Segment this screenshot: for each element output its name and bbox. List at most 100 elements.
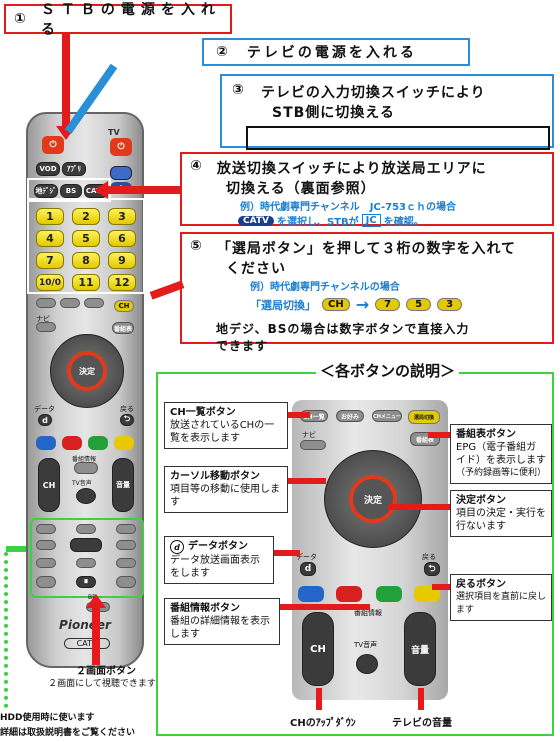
dual-screen-desc: ２画面にして視聴できます xyxy=(48,679,156,689)
channel-select-button[interactable]: CH xyxy=(114,300,134,312)
zoom-yellow[interactable] xyxy=(414,586,440,602)
num-12-button[interactable]: 12 xyxy=(108,274,136,291)
hdd-btn-4[interactable] xyxy=(36,540,56,550)
zoom-ch-rocker[interactable]: CH xyxy=(302,612,334,686)
label-kettei-title: 決定ボタン xyxy=(456,495,506,506)
step4-text2: 切換える（裏面参照） xyxy=(226,181,376,197)
tv-power-button[interactable]: ⏻ xyxy=(110,138,132,156)
exp-arrow-info xyxy=(280,604,370,610)
tv-label: TV xyxy=(108,128,120,137)
zoom-data-label: データ xyxy=(296,553,317,561)
zoom-navi[interactable] xyxy=(300,440,326,450)
step2-box: ② テレビの電源を入れる xyxy=(202,38,470,66)
blue-button[interactable] xyxy=(36,436,56,450)
step5-sequence: 「選局切換」 CH → 7 5 3 xyxy=(250,295,544,314)
red-button[interactable] xyxy=(62,436,82,450)
hdd-btn-5[interactable] xyxy=(70,538,102,552)
hdd-pointer-line xyxy=(4,552,14,708)
zoom-data[interactable]: d xyxy=(300,562,316,576)
navi-button[interactable] xyxy=(36,322,56,332)
zoom-channel-select[interactable]: 選局切換 xyxy=(408,410,440,424)
modoru-button[interactable]: ⮌ xyxy=(120,414,134,426)
zoom-green[interactable] xyxy=(376,586,402,602)
info-button[interactable] xyxy=(74,462,98,474)
num-11-button[interactable]: 11 xyxy=(72,274,100,291)
bangumi-button[interactable]: 番組表 xyxy=(112,322,134,334)
ch-rocker[interactable]: CH xyxy=(38,458,60,512)
yellow-button[interactable] xyxy=(114,436,134,450)
pause-button[interactable]: ⏸ xyxy=(76,576,96,588)
zoom-tv-onsei[interactable] xyxy=(356,654,378,674)
step4-text: 放送切換スイッチにより放送局エリアに xyxy=(216,161,487,177)
num-5-button[interactable]: 5 xyxy=(72,230,100,247)
num-8-button[interactable]: 8 xyxy=(72,252,100,269)
zoom-cursor-pad[interactable]: 決定 xyxy=(324,450,422,548)
num-10-button[interactable]: 10/0 xyxy=(36,274,64,291)
arrow-step4-head xyxy=(94,181,108,199)
tv-onsei-label: TV音声 xyxy=(72,480,92,487)
zoom-favorite[interactable]: お好み xyxy=(336,410,364,422)
num-3-button[interactable]: 3 xyxy=(108,208,136,225)
label-info-title: 番組情報ボタン xyxy=(170,603,240,614)
ch-menu-button[interactable] xyxy=(84,298,104,308)
ch-list-button[interactable] xyxy=(36,298,56,308)
num-2-button[interactable]: 2 xyxy=(72,208,100,225)
hdd-btn-9[interactable] xyxy=(116,558,136,568)
step3-text2: STB側に切換える xyxy=(272,105,395,121)
label-data: d データボタン データ放送画面表示をします xyxy=(164,536,274,584)
zoom-modoru[interactable]: ⮌ xyxy=(424,562,440,576)
hdd-btn-2[interactable] xyxy=(76,524,96,534)
step2-number: ② xyxy=(216,44,229,60)
green-button[interactable] xyxy=(88,436,108,450)
step5-number: ⑤ xyxy=(190,238,203,254)
label-modoru: 戻るボタン 選択項目を直前に戻します xyxy=(450,574,552,621)
step4-box: ④ 放送切換スイッチにより放送局エリアに 切換える（裏面参照） 例）時代劇専門チ… xyxy=(180,152,554,228)
zoom-navi-label: ナビ xyxy=(302,431,316,439)
tv-onsei-button[interactable] xyxy=(76,488,96,504)
hdd-btn-12[interactable] xyxy=(116,576,136,588)
stb-power-button[interactable]: ⏻ xyxy=(42,136,64,154)
band-bs-button[interactable]: BS xyxy=(60,184,82,198)
vod-button[interactable]: VOD xyxy=(36,162,60,176)
dual-screen-title: ２画面ボタン xyxy=(76,666,136,677)
step5-box: ⑤ 「選局ボタン」を押して３桁の数字を入れて ください 例）時代劇専門チャンネル… xyxy=(180,232,554,353)
num-6-button[interactable]: 6 xyxy=(108,230,136,247)
num-7-button[interactable]: 7 xyxy=(36,252,64,269)
num-1-button[interactable]: 1 xyxy=(36,208,64,225)
zoom-ch-menu[interactable]: CHメニュー xyxy=(372,410,402,422)
label-kettei-desc: 項目の決定・実行を行ないます xyxy=(456,508,546,532)
hdd-btn-10[interactable] xyxy=(36,576,56,588)
volume-rocker[interactable]: 音量 xyxy=(112,458,134,512)
kettei-button[interactable]: 決定 xyxy=(71,355,103,387)
num-9-button[interactable]: 9 xyxy=(108,252,136,269)
apl-button[interactable]: ｱﾌﾟﾘ xyxy=(62,162,86,176)
step3-text: テレビの入力切換スイッチにより xyxy=(260,85,486,101)
input-switch-button[interactable] xyxy=(110,166,132,180)
catv-logo: CATV xyxy=(64,638,110,649)
zoom-info-label: 番組情報 xyxy=(354,609,382,617)
step3-box: ③ テレビの入力切換スイッチにより STB側に切換える xyxy=(220,74,554,150)
num-4-button[interactable]: 4 xyxy=(36,230,64,247)
navi-label: ナビ xyxy=(36,315,50,323)
data-symbol-icon: d xyxy=(170,540,184,554)
hdd-btn-1[interactable] xyxy=(36,524,56,534)
zoom-blue[interactable] xyxy=(298,586,324,602)
favorite-button[interactable] xyxy=(60,298,80,308)
zoom-volume-rocker[interactable]: 音量 xyxy=(404,612,436,686)
step3-blank-box xyxy=(246,126,550,150)
hdd-pointer-h xyxy=(6,546,26,552)
band-digital-button[interactable]: 地ﾃﾞｼﾞ xyxy=(34,184,58,198)
zoom-kettei[interactable]: 決定 xyxy=(353,479,393,519)
cursor-pad[interactable]: 決定 xyxy=(50,334,124,408)
modoru-label: 戻る xyxy=(120,405,134,413)
zoom-red[interactable] xyxy=(336,586,362,602)
exp-arrow-vol xyxy=(418,688,424,710)
hdd-btn-6[interactable] xyxy=(116,540,136,550)
data-button[interactable]: d xyxy=(38,414,52,426)
step2-text: テレビの電源を入れる xyxy=(246,45,417,61)
hdd-btn-8[interactable] xyxy=(76,558,96,568)
hdd-btn-7[interactable] xyxy=(36,558,56,568)
label-cursor-desc: 項目等の移動に使用します xyxy=(170,484,280,508)
hdd-note2: 詳細は取扱説明書をご覧ください xyxy=(0,728,136,738)
hdd-btn-3[interactable] xyxy=(116,524,136,534)
